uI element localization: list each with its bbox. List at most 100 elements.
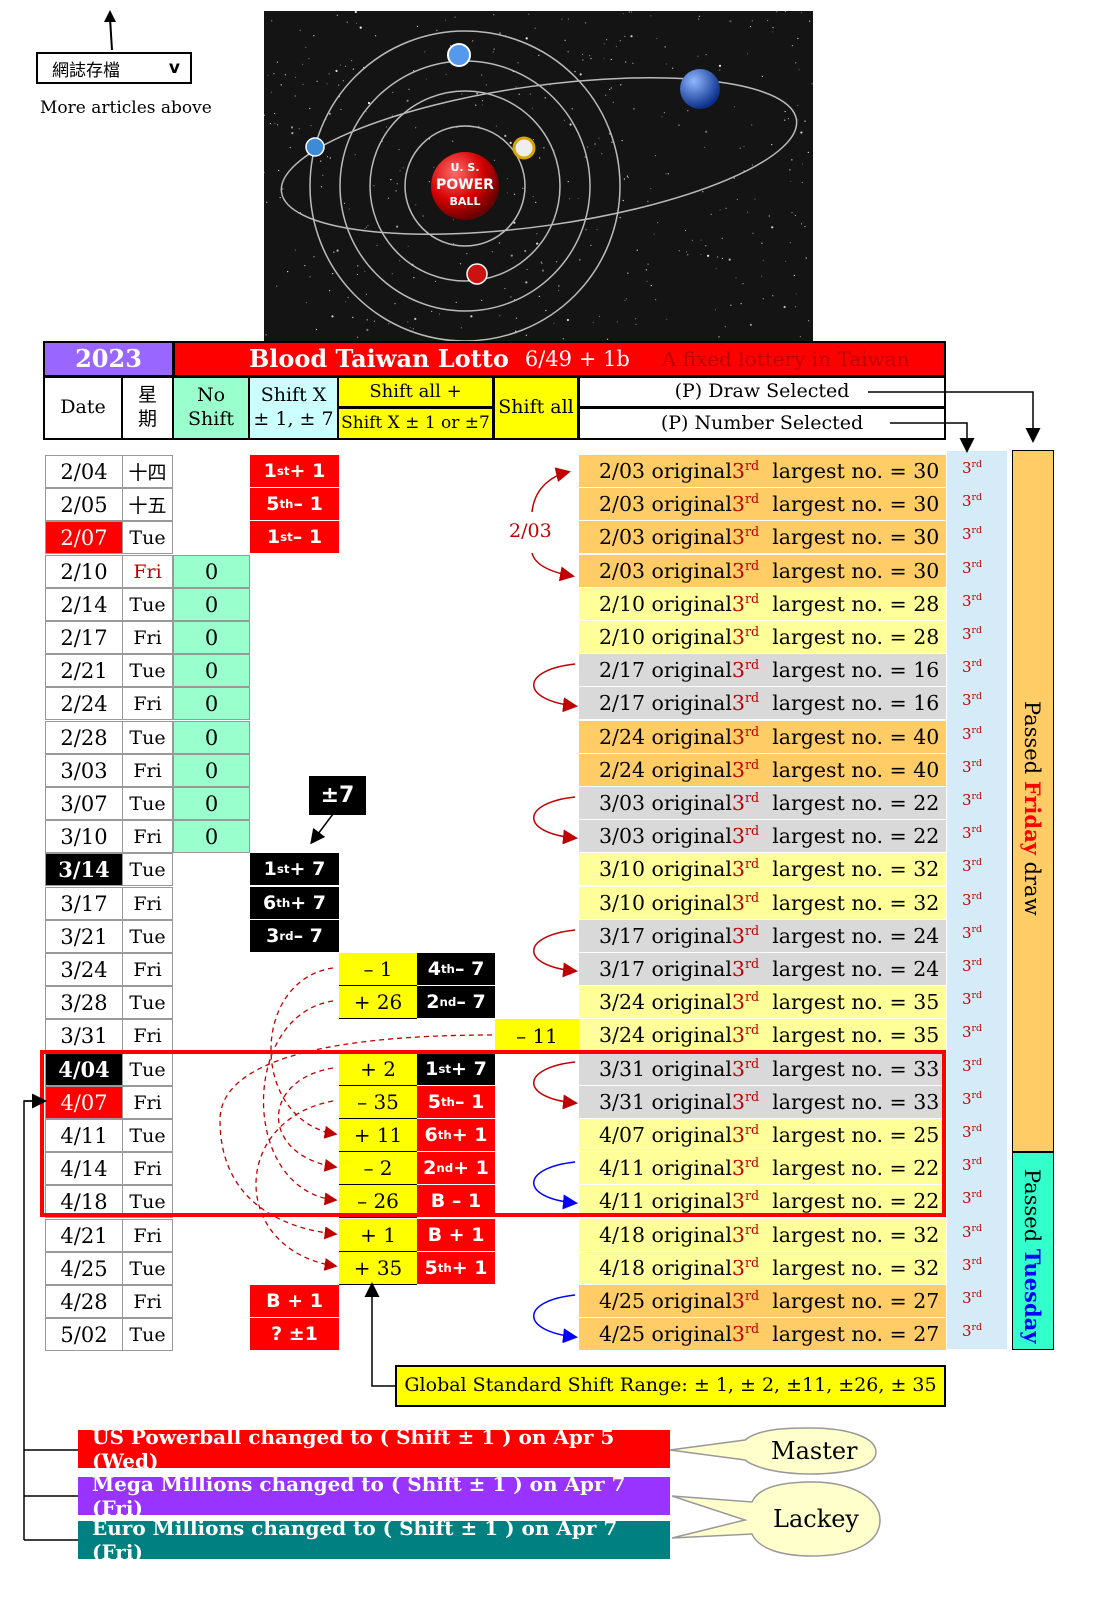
rank-label: 3rd bbox=[962, 1322, 982, 1340]
orig-rank: 3rd bbox=[731, 823, 760, 848]
title-bar: Blood Taiwan Lotto 6/49 + 1b A fixed lot… bbox=[173, 341, 946, 377]
orig-date: 4/11 original bbox=[599, 1189, 732, 1213]
orig-date: 2/24 original bbox=[599, 725, 732, 749]
more-articles-link[interactable]: More articles above bbox=[40, 98, 212, 118]
arrow-draw-selected bbox=[868, 391, 1041, 443]
rank-label: 3rd bbox=[962, 891, 982, 909]
date-cell: 4/28 bbox=[45, 1285, 123, 1318]
orig-number: largest no. = 22 bbox=[759, 791, 940, 815]
shift-amount: – 1 bbox=[454, 1091, 485, 1113]
original-number-cell: 3/31 original 3rd largest no. = 33 bbox=[579, 1053, 946, 1086]
orig-number: largest no. = 40 bbox=[759, 725, 940, 749]
weekday-cell: Fri bbox=[122, 1019, 173, 1052]
date-cell: 3/14 bbox=[45, 853, 123, 886]
original-number-cell: 2/17 original 3rd largest no. = 16 bbox=[579, 654, 946, 687]
weekday-cell: Tue bbox=[122, 588, 173, 621]
shift-amount: + 1 bbox=[451, 1257, 488, 1279]
shiftall-plus-cell: – 2 bbox=[339, 1152, 417, 1185]
shift-rank: 3 bbox=[266, 925, 280, 947]
weekday-cell: Tue bbox=[122, 920, 173, 953]
shift-amount: + 7 bbox=[290, 892, 326, 914]
orig-number: largest no. = 32 bbox=[759, 857, 940, 881]
original-number-cell: 2/10 original 3rd largest no. = 28 bbox=[579, 588, 946, 621]
orig-date: 2/03 original bbox=[599, 492, 732, 516]
noshift-cell: 0 bbox=[173, 621, 250, 654]
passed-tuesday-text-1: Passed bbox=[1020, 1169, 1044, 1249]
rank-label: 3rd bbox=[962, 658, 982, 676]
shift-rank: 5 bbox=[266, 493, 280, 515]
passed-friday-label: Passed Friday draw bbox=[1020, 701, 1045, 916]
rank-label: 3rd bbox=[962, 1156, 982, 1174]
col-header-shiftx-1: Shift X bbox=[260, 384, 327, 407]
date-cell: 2/07 bbox=[45, 521, 123, 554]
shiftall-x-cell: B – 1 bbox=[417, 1185, 495, 1218]
archive-dropdown[interactable]: 網誌存檔 v bbox=[36, 52, 192, 84]
orig-rank: 3rd bbox=[731, 1222, 760, 1247]
original-number-cell: 3/24 original 3rd largest no. = 35 bbox=[579, 986, 946, 1019]
shiftx-cell: B + 1 bbox=[250, 1285, 339, 1318]
weekday-cell: Fri bbox=[122, 621, 173, 654]
date-cell: 2/05 bbox=[45, 488, 123, 521]
date-cell: 3/28 bbox=[45, 986, 123, 1019]
orig-date: 3/03 original bbox=[599, 824, 732, 848]
original-number-cell: 3/17 original 3rd largest no. = 24 bbox=[579, 920, 946, 953]
date-cell: 3/24 bbox=[45, 953, 123, 986]
logo-text-3: BALL bbox=[450, 195, 481, 208]
orig-date: 4/25 original bbox=[599, 1289, 732, 1313]
passed-friday-text-2: Friday bbox=[1020, 780, 1045, 855]
col-header-noshift: No Shift bbox=[172, 376, 250, 440]
original-number-cell: 3/10 original 3rd largest no. = 32 bbox=[579, 887, 946, 920]
weekday-cell: Fri bbox=[122, 754, 173, 787]
rank-label: 3rd bbox=[962, 592, 982, 610]
weekday-cell: Tue bbox=[122, 986, 173, 1019]
rank-label: 3rd bbox=[962, 1023, 982, 1041]
shift-amount: + 7 bbox=[451, 1058, 487, 1080]
shift-amount: – 7 bbox=[454, 958, 485, 980]
col-header-shiftx-2: ± 1, ± 7 bbox=[253, 408, 334, 430]
date-cell: 3/07 bbox=[45, 787, 123, 820]
noshift-cell: 0 bbox=[173, 754, 250, 787]
original-number-cell: 2/03 original 3rd largest no. = 30 bbox=[579, 455, 946, 488]
note-mega-millions-text: Mega Millions changed to ( Shift ± 1 ) o… bbox=[92, 1472, 626, 1520]
orig-date: 2/17 original bbox=[599, 691, 732, 715]
shift-amount: – 7 bbox=[293, 925, 323, 947]
original-number-cell: 2/10 original 3rd largest no. = 28 bbox=[579, 621, 946, 654]
original-number-cell: 3/03 original 3rd largest no. = 22 bbox=[579, 787, 946, 820]
weekday-cell: Fri bbox=[122, 555, 173, 588]
shift-rank: 5 bbox=[424, 1257, 438, 1279]
weekday-cell: Tue bbox=[122, 721, 173, 754]
original-number-cell: 4/11 original 3rd largest no. = 22 bbox=[579, 1152, 946, 1185]
rank-label: 3rd bbox=[962, 1256, 982, 1274]
date-cell: 2/10 bbox=[45, 555, 123, 588]
rank-label: 3rd bbox=[962, 857, 982, 875]
date-cell: 3/03 bbox=[45, 754, 123, 787]
shift-rank: 5 bbox=[427, 1091, 441, 1113]
rank-label: 3rd bbox=[962, 957, 982, 975]
col-header-noshift-2: Shift bbox=[188, 408, 234, 430]
date-cell: 3/21 bbox=[45, 920, 123, 953]
noshift-cell: 0 bbox=[173, 588, 250, 621]
weekday-cell: Tue bbox=[122, 521, 173, 554]
shift-rank: 4 bbox=[427, 958, 441, 980]
weekday-cell: Tue bbox=[122, 1119, 173, 1152]
original-number-cell: 2/24 original 3rd largest no. = 40 bbox=[579, 754, 946, 787]
shift-rank: 1 bbox=[263, 858, 277, 880]
date-cell: 2/24 bbox=[45, 687, 123, 720]
orig-date: 3/17 original bbox=[599, 957, 732, 981]
orig-number: largest no. = 24 bbox=[759, 924, 940, 948]
orig-number: largest no. = 32 bbox=[759, 891, 940, 915]
date-cell: 4/18 bbox=[45, 1185, 123, 1218]
date-cell: 4/21 bbox=[45, 1219, 123, 1252]
orig-rank: 3rd bbox=[731, 591, 760, 616]
date-cell: 2/14 bbox=[45, 588, 123, 621]
lackey-bubble bbox=[671, 1481, 881, 1557]
orig-rank: 3rd bbox=[731, 624, 760, 649]
rank-label: 3rd bbox=[962, 824, 982, 842]
orig-rank: 3rd bbox=[731, 491, 760, 516]
date-cell: 4/11 bbox=[45, 1119, 123, 1152]
highlight-box bbox=[40, 1050, 946, 1217]
